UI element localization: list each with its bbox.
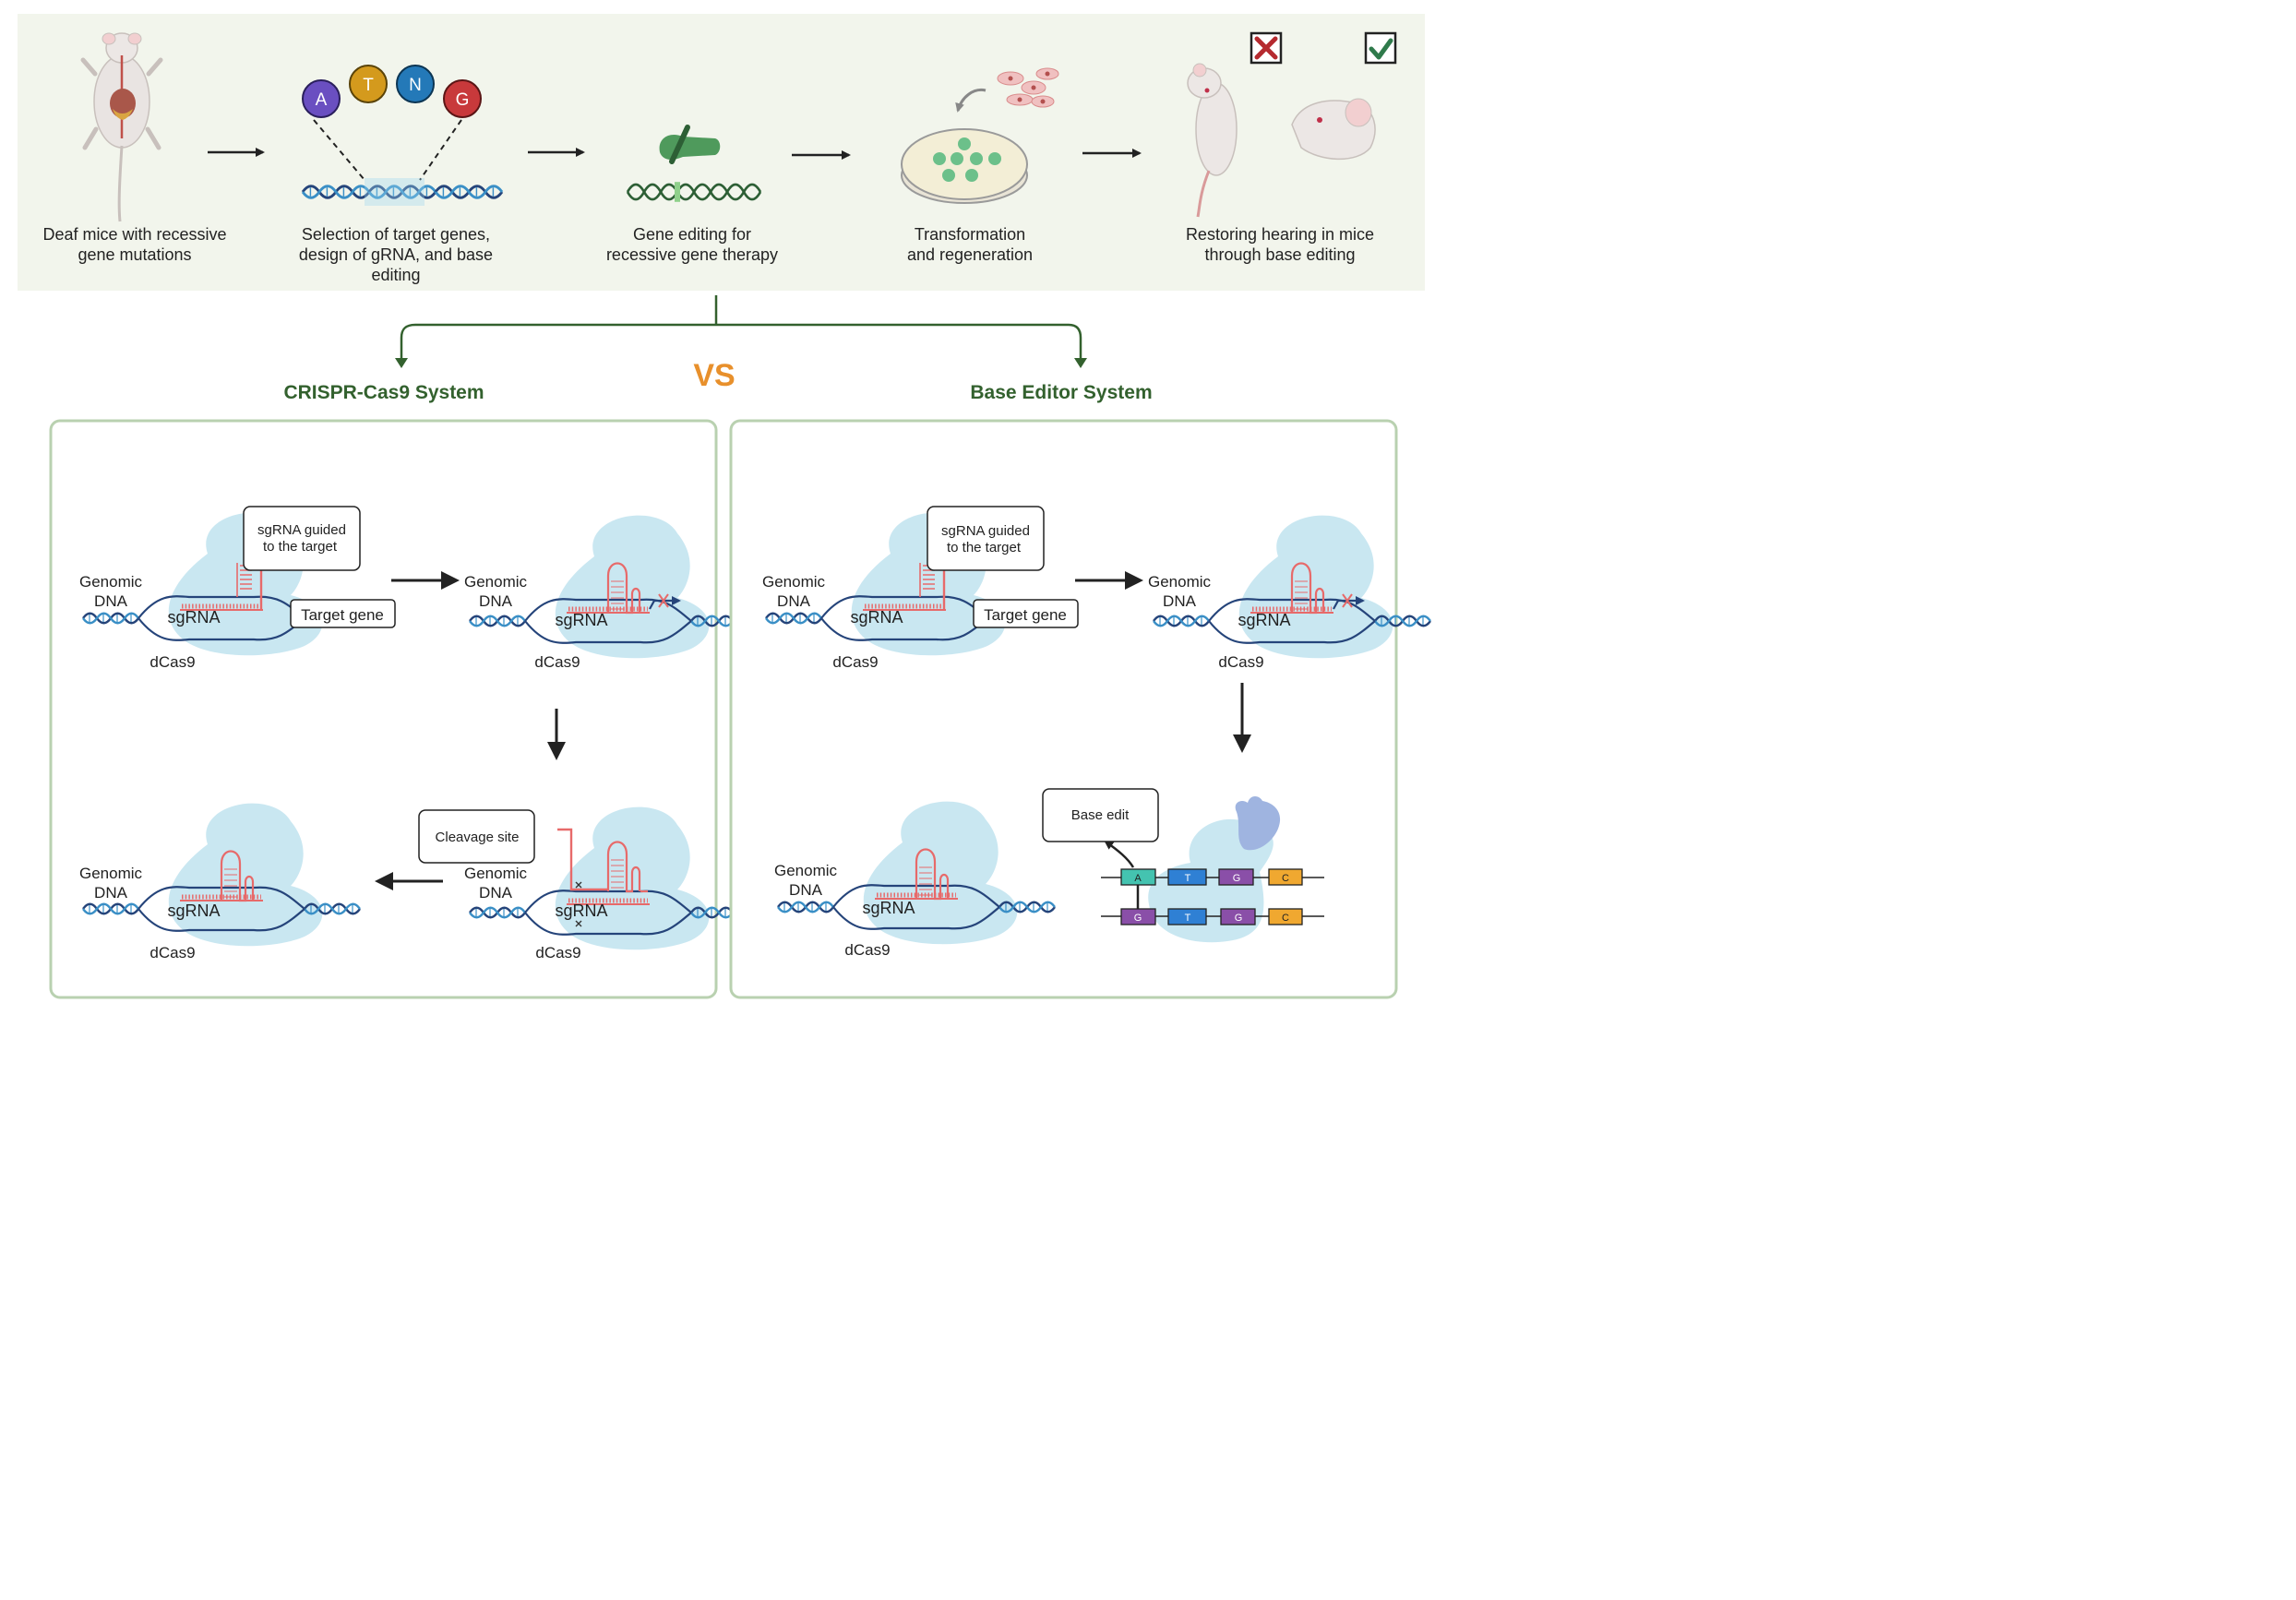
- checkmark-icon: [1364, 31, 1397, 65]
- base-a-letter: A: [316, 90, 328, 110]
- bottom-base-3: G: [1235, 913, 1243, 924]
- base-g-circle: [443, 79, 482, 118]
- guided-callout: sgRNA guided to the target: [927, 506, 1045, 571]
- genomic-label: Genomic: [762, 573, 826, 591]
- dna-label: DNA: [1163, 592, 1197, 610]
- base-n-circle: [396, 65, 435, 103]
- genomic-label: Genomic: [774, 862, 838, 879]
- crispr-system-title: CRISPR-Cas9 System: [283, 382, 484, 403]
- base-t-letter: T: [363, 76, 374, 95]
- step1-label-line2: gene mutations: [78, 245, 191, 264]
- guided-callout-line1: sgRNA guided: [257, 522, 346, 538]
- target-gene-label: Target gene: [984, 606, 1067, 624]
- step2-label-line2: design of gRNA, and base: [299, 245, 493, 264]
- sgrna-label: sgRNA: [850, 608, 903, 627]
- dna-label: DNA: [479, 884, 513, 901]
- step4-label-line1: Transformation: [915, 225, 1025, 244]
- crispr-complex-cleavage: [470, 807, 747, 950]
- base-editor-system-title: Base Editor System: [970, 382, 1152, 403]
- bottom-base-1: G: [1134, 913, 1142, 924]
- genomic-label: Genomic: [79, 865, 143, 882]
- cleavage-site-callout: Cleavage site: [418, 809, 535, 864]
- dcas9-label: dCas9: [535, 944, 580, 961]
- guided-callout-line1: sgRNA guided: [941, 523, 1030, 539]
- dashed-connector-right: [419, 119, 462, 181]
- sgrna-label: sgRNA: [167, 608, 220, 627]
- top-base-3: G: [1233, 873, 1241, 884]
- branch-arrowhead-left: [395, 358, 408, 368]
- cells-to-dish-arrow: [955, 88, 987, 113]
- dna-helix-target: [301, 178, 504, 206]
- top-strand-bases: A T G C: [1120, 868, 1303, 886]
- bottom-base-4: C: [1282, 913, 1289, 924]
- target-gene-callout: Target gene: [973, 599, 1079, 628]
- dcas9-label: dCas9: [534, 653, 580, 671]
- branch-connector: [400, 295, 1082, 362]
- base-edit-arrow: [1104, 840, 1135, 868]
- dna-label: DNA: [789, 881, 823, 899]
- sgrna-label: sgRNA: [555, 611, 607, 629]
- genomic-label: Genomic: [1148, 573, 1212, 591]
- base-a-circle: [302, 79, 341, 118]
- guided-callout: sgRNA guided to the target: [243, 506, 361, 571]
- sgrna-label: sgRNA: [555, 901, 607, 920]
- step2-label-line1: Selection of target genes,: [302, 225, 490, 244]
- dna-label: DNA: [777, 592, 811, 610]
- dcas9-label: dCas9: [1218, 653, 1263, 671]
- guided-callout-line2: to the target: [263, 539, 338, 555]
- vs-label: VS: [693, 358, 735, 393]
- cross-icon: [1250, 31, 1283, 65]
- dcas9-label: dCas9: [832, 653, 878, 671]
- base-edit-callout: Base edit: [1042, 788, 1159, 842]
- mouse-standing-illustration: [1187, 63, 1238, 218]
- dashed-connector-left: [313, 119, 365, 181]
- mouse-head-illustration: [1291, 98, 1376, 161]
- bottom-strand-bases: G T G C: [1120, 908, 1303, 925]
- target-gene-label: Target gene: [301, 606, 384, 624]
- genomic-label: Genomic: [464, 865, 528, 882]
- dcas9-label: dCas9: [149, 653, 195, 671]
- step5-label-line1: Restoring hearing in mice: [1186, 225, 1374, 244]
- base-t-circle: [349, 65, 388, 103]
- target-gene-callout: Target gene: [290, 599, 396, 628]
- branch-arrowhead-right: [1074, 358, 1087, 368]
- top-base-4: C: [1282, 873, 1289, 884]
- base-edit-label: Base edit: [1071, 807, 1130, 823]
- top-base-2: T: [1185, 873, 1191, 884]
- step1-label-line1: Deaf mice with recessive: [42, 225, 226, 244]
- diagram-canvas: Deaf mice with recessive gene mutations …: [18, 14, 1441, 999]
- genomic-label: Genomic: [464, 573, 528, 591]
- cell-cluster-illustration: [997, 67, 1059, 108]
- base-n-letter: N: [409, 76, 422, 95]
- sgrna-label: sgRNA: [167, 901, 220, 920]
- base-g-letter: G: [456, 90, 470, 110]
- base-circles: A T N G: [302, 65, 482, 118]
- petri-dish-illustration: [901, 128, 1028, 204]
- top-base-1: A: [1134, 873, 1142, 884]
- dna-label: DNA: [479, 592, 513, 610]
- crispr-complex-2: [470, 516, 747, 659]
- sgrna-label: sgRNA: [1238, 611, 1290, 629]
- dna-label: DNA: [94, 884, 128, 901]
- dna-label: DNA: [94, 592, 128, 610]
- genomic-label: Genomic: [79, 573, 143, 591]
- bottom-base-2: T: [1185, 913, 1191, 924]
- dcas9-label: dCas9: [844, 941, 890, 959]
- step3-label-line2: recessive gene therapy: [606, 245, 778, 264]
- deaf-mouse-illustration: [80, 32, 163, 222]
- step4-label-line2: and regeneration: [907, 245, 1033, 264]
- dcas9-label: dCas9: [149, 944, 195, 961]
- step3-label-line1: Gene editing for: [633, 225, 751, 244]
- cleavage-site-label: Cleavage site: [436, 830, 520, 845]
- guided-callout-line2: to the target: [947, 540, 1022, 555]
- base-editor-complex-2: [1154, 516, 1430, 659]
- step5-label-line2: through base editing: [1204, 245, 1355, 264]
- gene-editing-illustration: [626, 125, 762, 202]
- step2-label-line3: editing: [371, 266, 420, 284]
- sgrna-label: sgRNA: [862, 899, 915, 917]
